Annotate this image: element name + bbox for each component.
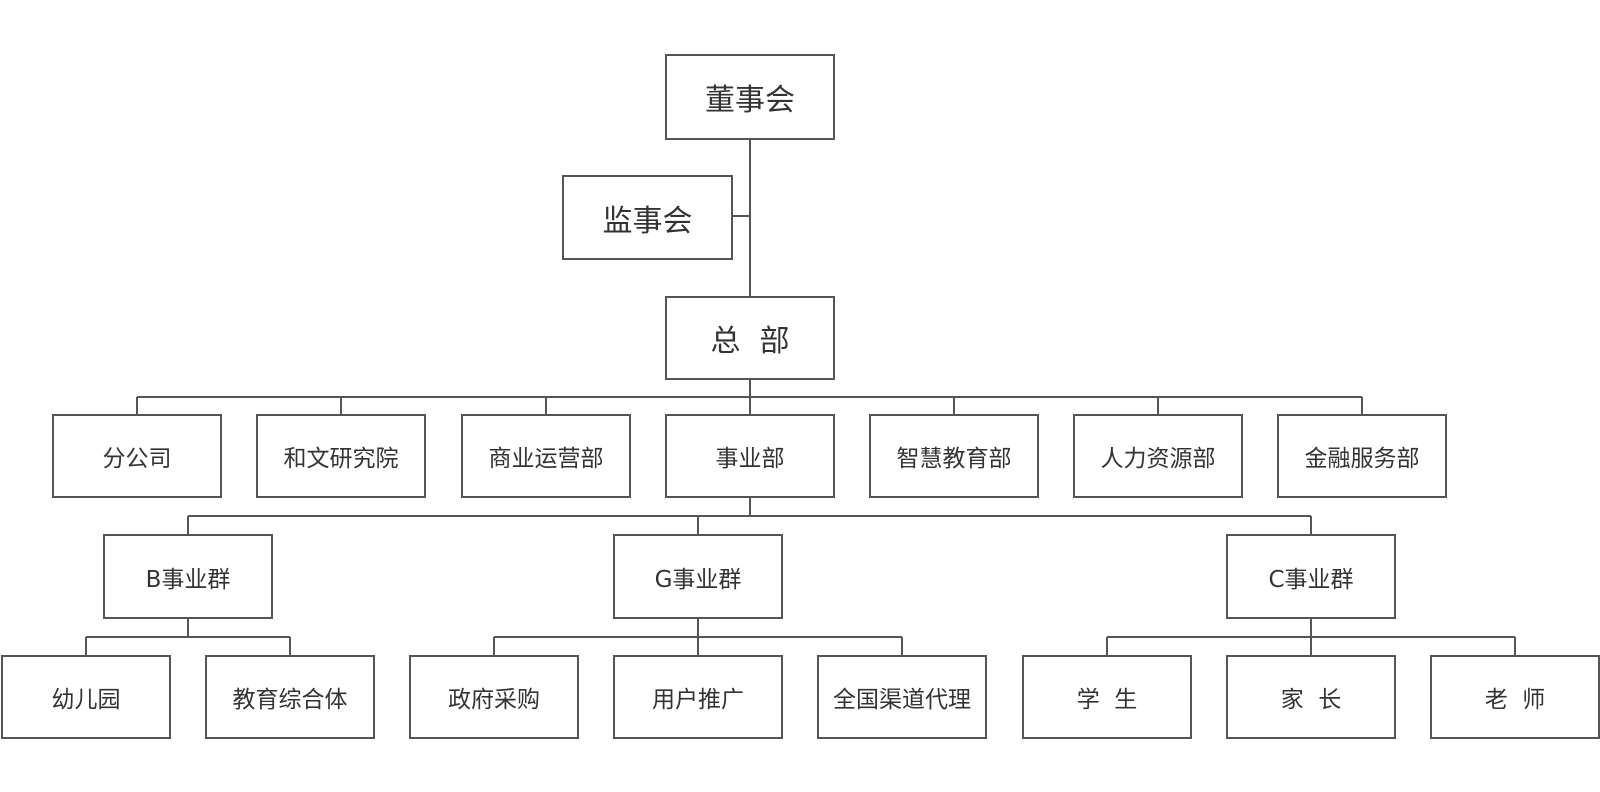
unit-teachers: 老 师 [1430, 655, 1600, 739]
dept-smart-education: 智慧教育部 [869, 414, 1039, 498]
unit-education-complex: 教育综合体 [205, 655, 375, 739]
unit-students: 学 生 [1022, 655, 1192, 739]
unit-kindergarten: 幼儿园 [1, 655, 171, 739]
dept-financial-services: 金融服务部 [1277, 414, 1447, 498]
hq-box: 总 部 [665, 296, 835, 380]
dept-human-resources: 人力资源部 [1073, 414, 1243, 498]
dept-research-institute: 和文研究院 [256, 414, 426, 498]
unit-government-procurement: 政府采购 [409, 655, 579, 739]
group-b: B事业群 [103, 534, 273, 619]
unit-national-channel-agent: 全国渠道代理 [817, 655, 987, 739]
dept-business: 事业部 [665, 414, 835, 498]
dept-commercial-operations: 商业运营部 [461, 414, 631, 498]
group-g: G事业群 [613, 534, 783, 619]
supervisors-box: 监事会 [562, 175, 733, 260]
unit-parents: 家 长 [1226, 655, 1396, 739]
dept-branch: 分公司 [52, 414, 222, 498]
unit-user-promotion: 用户推广 [613, 655, 783, 739]
group-c: C事业群 [1226, 534, 1396, 619]
board-box: 董事会 [665, 54, 835, 140]
